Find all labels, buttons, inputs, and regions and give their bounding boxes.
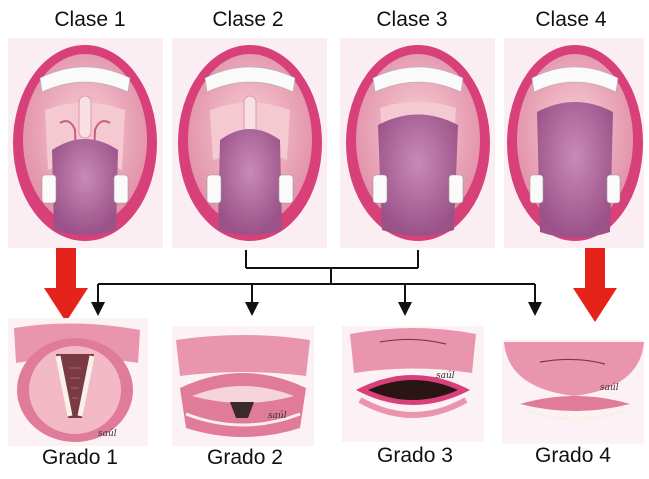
signature-grade-2: saúl bbox=[268, 410, 287, 421]
mouth-class-3 bbox=[340, 38, 495, 248]
signature-grade-4: saúl bbox=[600, 382, 619, 393]
larynx-illustrations: saúl saúl saúl saúl bbox=[0, 318, 649, 448]
larynx-grade-3: saúl bbox=[342, 326, 484, 442]
black-connector bbox=[98, 250, 535, 306]
mouth-class-2 bbox=[172, 38, 327, 248]
red-arrow-right bbox=[573, 248, 617, 322]
larynx-grade-4: saúl bbox=[502, 340, 644, 444]
signature-grade-1: saúl bbox=[98, 428, 117, 439]
grade-3-label: Grado 3 bbox=[345, 444, 485, 468]
mouth-class-4 bbox=[504, 38, 644, 248]
red-arrow-left bbox=[44, 248, 88, 322]
larynx-grade-2: saúl bbox=[172, 326, 314, 446]
mouth-illustrations bbox=[0, 0, 649, 250]
black-arrowheads bbox=[91, 302, 542, 316]
grade-2-label: Grado 2 bbox=[175, 446, 315, 470]
mouth-class-1 bbox=[8, 38, 163, 248]
grade-4-label: Grado 4 bbox=[503, 444, 643, 468]
grade-1-label: Grado 1 bbox=[10, 446, 150, 470]
larynx-grade-1: saúl bbox=[8, 318, 148, 446]
signature-grade-3: saúl bbox=[436, 370, 455, 381]
